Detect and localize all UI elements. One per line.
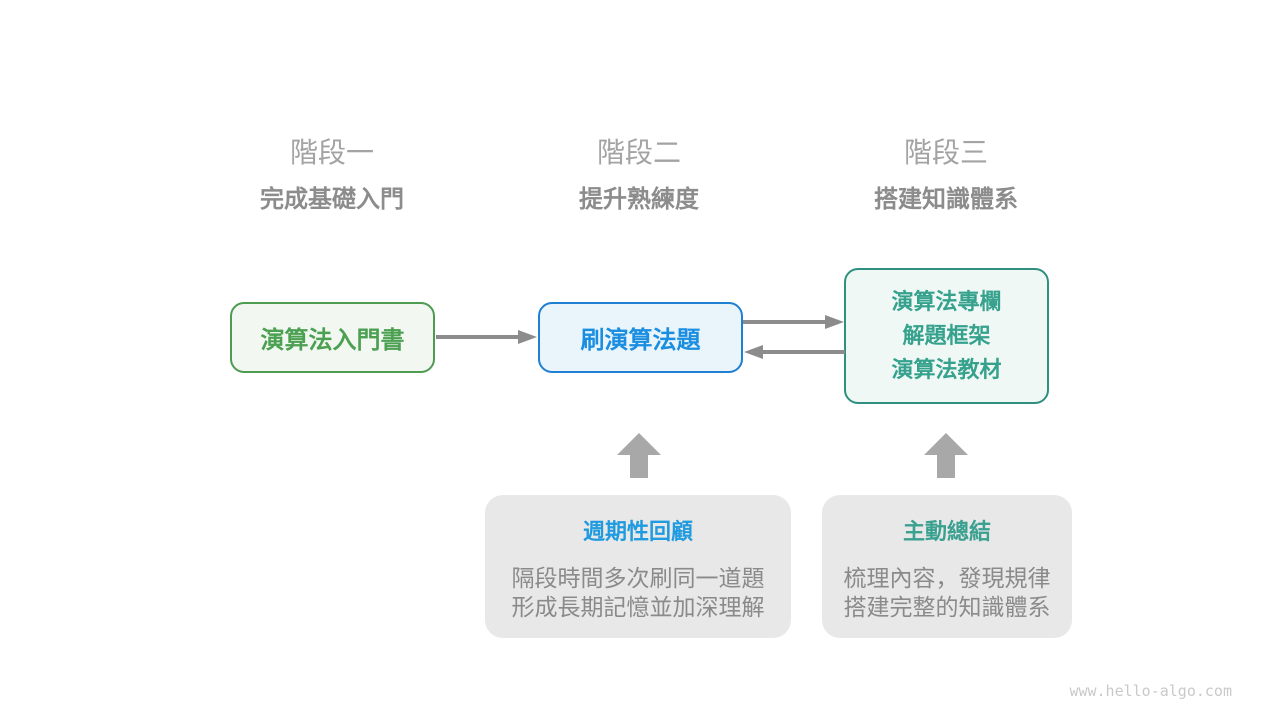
node-advanced-line-1: 演算法專欄 <box>891 289 1002 314</box>
stage3-label: 階段三 <box>903 137 989 168</box>
stage1-label: 階段一 <box>289 137 375 168</box>
stage3-subtitle: 搭建知識體系 <box>874 186 1018 213</box>
watermark-url: www.hello-algo.com <box>1069 682 1232 700</box>
up-arrow-summary-icon <box>924 433 968 478</box>
node-advanced-materials: 演算法專欄 解題框架 演算法教材 <box>844 268 1049 404</box>
arrow-stage3-to-stage2-icon <box>744 345 845 359</box>
arrow-stage1-to-stage2-icon <box>436 330 537 344</box>
up-arrow-review-icon <box>617 433 661 478</box>
node-advanced-line-2: 解題框架 <box>902 323 991 348</box>
callout-periodic-review: 週期性回顧 隔段時間多次刷同一道題 形成長期記憶並加深理解 <box>485 495 791 638</box>
callout-active-summary-line-2: 搭建完整的知識體系 <box>843 594 1051 620</box>
callout-periodic-review-line-2: 形成長期記憶並加深理解 <box>511 594 765 620</box>
stage1-subtitle: 完成基礎入門 <box>260 186 404 213</box>
arrow-stage2-to-stage3-icon <box>743 315 844 329</box>
node-intro-book-label: 演算法入門書 <box>260 327 405 354</box>
callout-active-summary: 主動總結 梳理內容，發現規律 搭建完整的知識體系 <box>822 495 1072 638</box>
stage2-subtitle: 提升熟練度 <box>579 186 699 213</box>
node-practice-problems-label: 刷演算法題 <box>580 327 701 354</box>
node-practice-problems: 刷演算法題 <box>538 302 743 373</box>
node-intro-book: 演算法入門書 <box>230 302 435 373</box>
callout-periodic-review-line-1: 隔段時間多次刷同一道題 <box>511 565 765 591</box>
stage2-label: 階段二 <box>596 137 682 168</box>
callout-active-summary-title: 主動總結 <box>902 519 991 544</box>
callout-active-summary-line-1: 梳理內容，發現規律 <box>843 565 1051 591</box>
callout-periodic-review-title: 週期性回顧 <box>582 519 693 544</box>
node-advanced-line-3: 演算法教材 <box>891 357 1002 382</box>
